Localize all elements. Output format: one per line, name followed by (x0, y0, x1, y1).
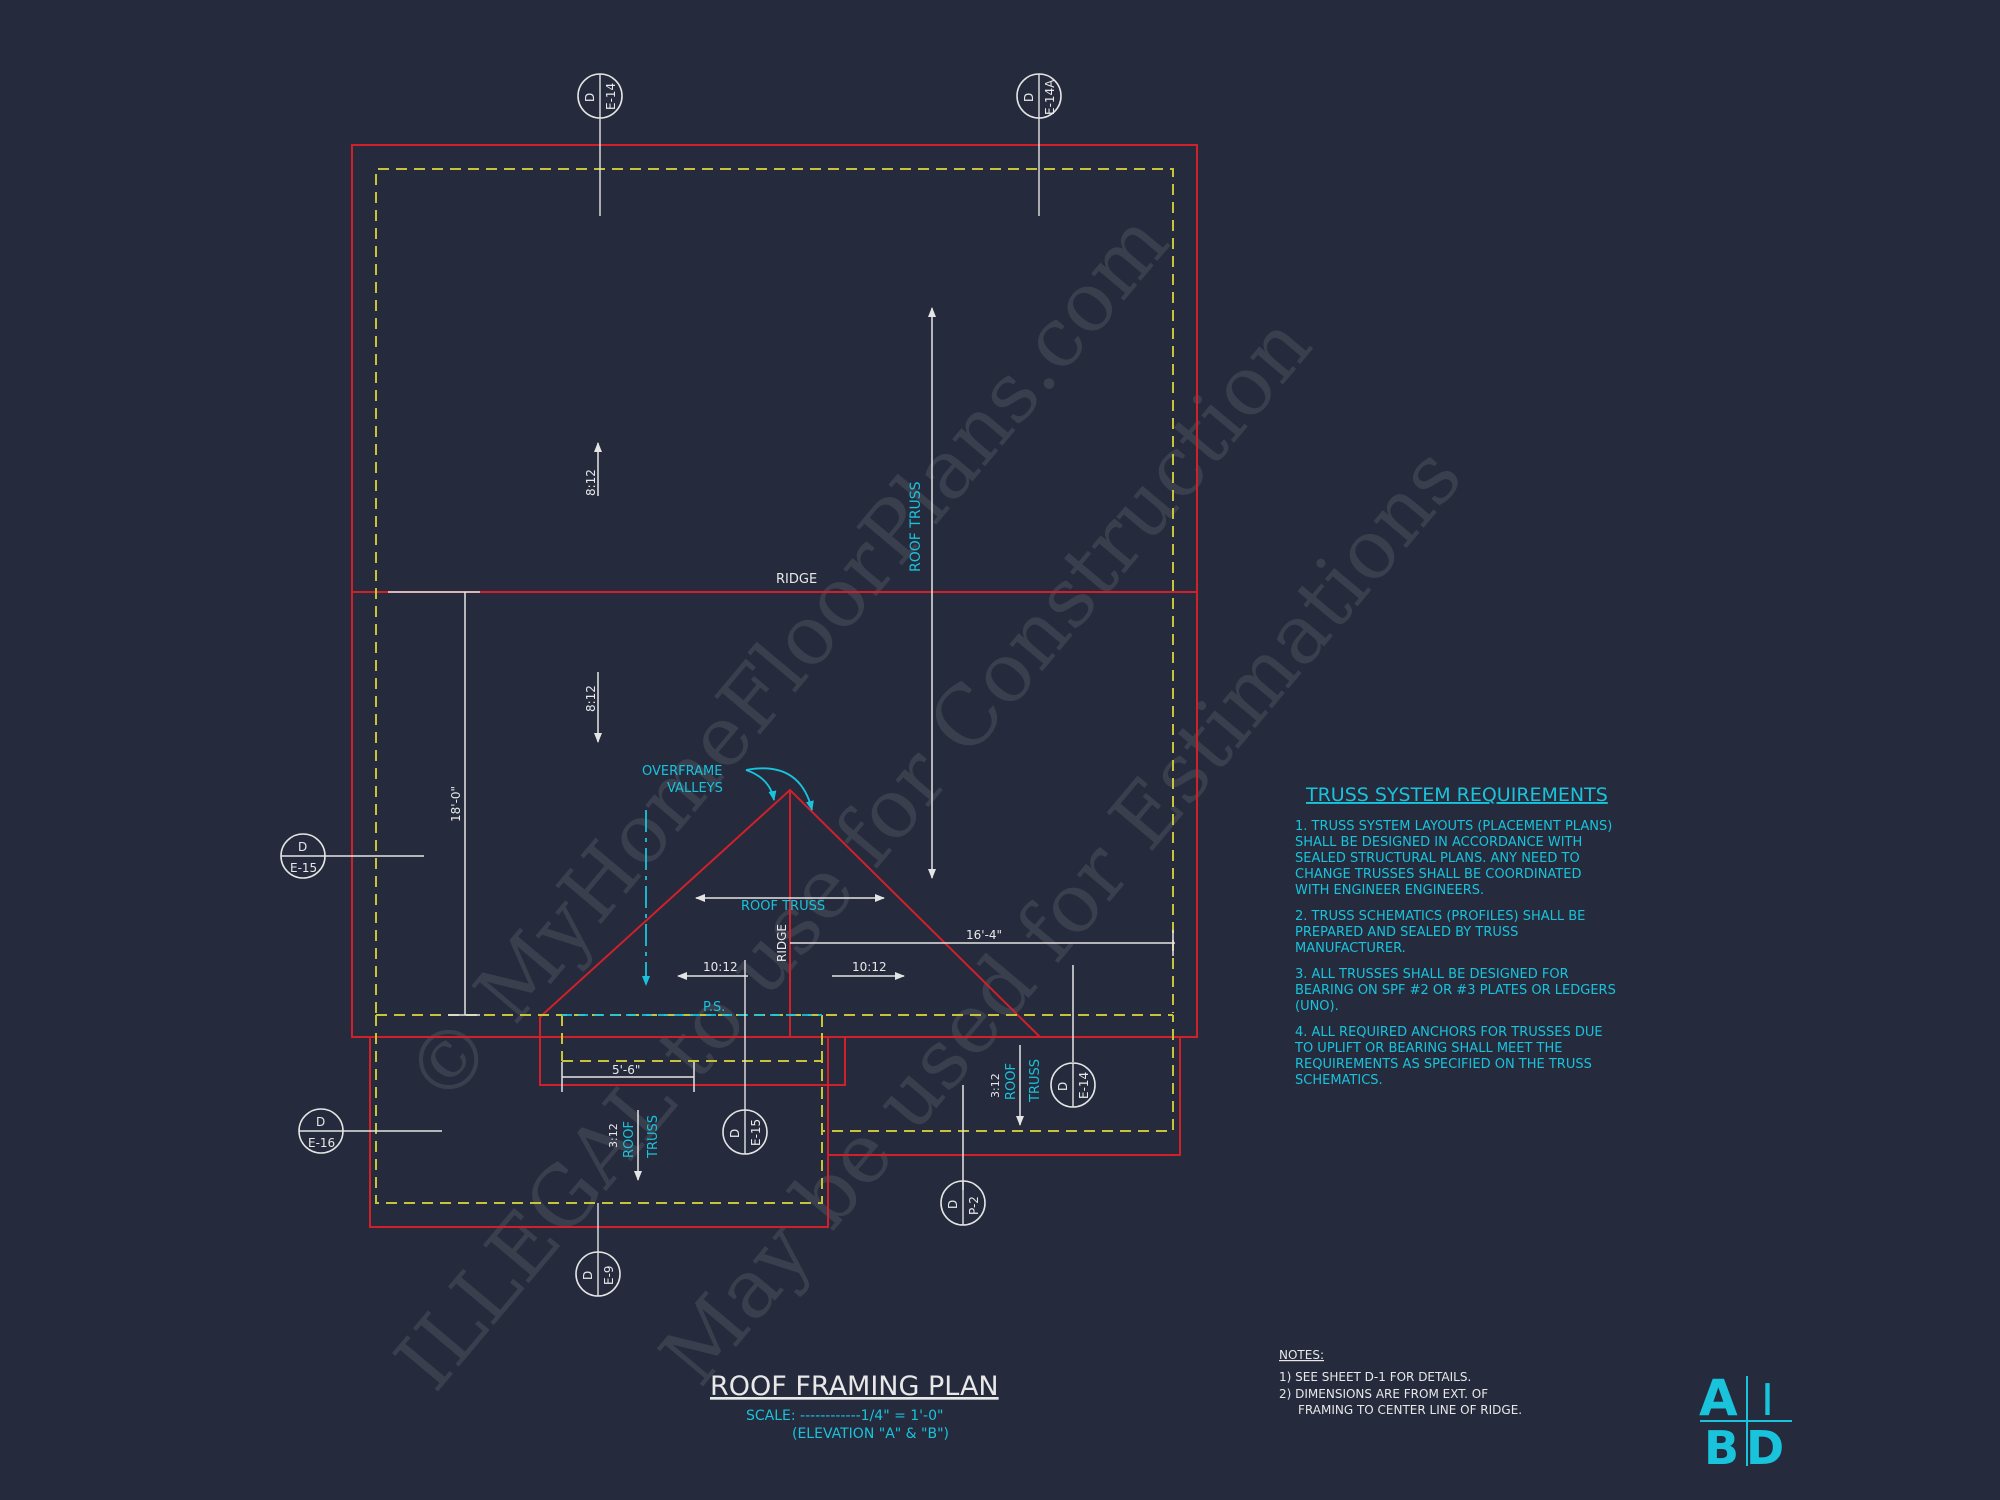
notes-heading: NOTES: (1279, 1348, 1324, 1362)
requirement-3-line-2: BEARING ON SPF #2 OR #3 PLATES OR LEDGER… (1295, 983, 1616, 998)
requirement-3-line-1: 3. ALL TRUSSES SHALL BE DESIGNED FOR (1295, 967, 1569, 982)
dimension-lines (388, 307, 1175, 1190)
logo-letter-a: A (1699, 1369, 1738, 1427)
pitch-3-12-left-label: 3:12 (607, 1123, 620, 1148)
drawing-scale: SCALE: ------------1/4" = 1'-0" (746, 1408, 943, 1424)
section-marker-3[interactable]: D E-15 (280, 833, 424, 879)
overframe-leader-right (745, 767, 814, 811)
requirements-title: TRUSS SYSTEM REQUIREMENTS (1305, 784, 1608, 806)
marker-4-bottom: E-16 (308, 1136, 335, 1150)
note-2: 2) DIMENSIONS ARE FROM EXT. OF (1279, 1387, 1488, 1401)
roof-truss-horizontal-label: ROOF TRUSS (741, 899, 825, 914)
wall-outline (351, 144, 1198, 1228)
dim-5-6-label: 5'-6" (612, 1063, 640, 1077)
plan-labels: RIDGE 8:12 8:12 ROOF TRUSS OVERFRAME VAL… (449, 469, 1043, 1159)
drawing-elevation: (ELEVATION "A" & "B") (792, 1426, 949, 1442)
dim-16-4-label: 16'-4" (966, 928, 1002, 942)
marker-4-top: D (316, 1115, 325, 1129)
overframe-label-1: OVERFRAME (642, 764, 722, 779)
marker-1-top: D (583, 93, 597, 102)
section-marker-5[interactable]: D E-15 (722, 960, 768, 1155)
ridge-label-top: RIDGE (776, 572, 817, 587)
main-overhang (375, 168, 1174, 1013)
marker-8-top: D (581, 1271, 595, 1280)
requirement-1-line-4: CHANGE TRUSSES SHALL BE COORDINATED (1295, 867, 1581, 882)
pitch-label-up: 8:12 (584, 469, 598, 496)
requirement-2-line-1: 2. TRUSS SCHEMATICS (PROFILES) SHALL BE (1295, 909, 1585, 924)
requirement-1-line-2: SHALL BE DESIGNED IN ACCORDANCE WITH (1295, 835, 1582, 850)
note-1: 1) SEE SHEET D-1 FOR DETAILS. (1279, 1370, 1471, 1384)
pitch-10-12-right-label: 10:12 (852, 960, 887, 974)
pitch-3-12-right-label: 3:12 (989, 1073, 1002, 1098)
drawing-title: ROOF FRAMING PLAN (710, 1371, 999, 1402)
title-block: ROOF FRAMING PLAN SCALE: ------------1/4… (710, 1371, 999, 1442)
ps-label: P.S. (703, 1000, 725, 1015)
marker-1-bottom: E-14 (604, 83, 618, 110)
dim-18-0-label: 18'-0" (449, 786, 463, 822)
abd-logo: A I B D (1699, 1369, 1792, 1475)
notes: NOTES: 1) SEE SHEET D-1 FOR DETAILS. 2) … (1279, 1348, 1522, 1417)
porch-outline (539, 1017, 846, 1086)
pitch-10-12-left-label: 10:12 (703, 960, 738, 974)
requirement-1-line-3: SEALED STRUCTURAL PLANS. ANY NEED TO (1295, 851, 1580, 866)
requirement-4-line-2: TO UPLIFT OR BEARING SHALL MEET THE (1294, 1041, 1562, 1056)
overframe-label-2: VALLEYS (667, 781, 723, 796)
cyan-annotations (562, 767, 822, 1016)
requirement-1-line-5: WITH ENGINEER ENGINEERS. (1295, 883, 1484, 898)
requirement-2-line-2: PREPARED AND SEALED BY TRUSS (1295, 925, 1518, 940)
marker-2-top: D (1022, 93, 1036, 102)
marker-8-bottom: E-9 (602, 1265, 616, 1285)
requirement-3-line-3: (UNO). (1295, 999, 1339, 1014)
note-2-continued: FRAMING TO CENTER LINE OF RIDGE. (1298, 1403, 1522, 1417)
requirement-4-line-1: 4. ALL REQUIRED ANCHORS FOR TRUSSES DUE (1295, 1025, 1603, 1040)
section-marker-2[interactable]: D E-14A (1016, 73, 1062, 216)
roof-truss-right-label-2: TRUSS (1028, 1059, 1043, 1103)
marker-3-top: D (298, 840, 307, 854)
marker-7-top: D (946, 1200, 960, 1209)
logo-letter-i: I (1761, 1375, 1774, 1426)
marker-2-bottom: E-14A (1043, 79, 1057, 115)
section-marker-7[interactable]: D P-2 (940, 1180, 986, 1226)
section-marker-8[interactable]: D E-9 (575, 1203, 621, 1297)
overframe-leader-left (745, 769, 777, 801)
section-marker-6[interactable]: D E-14 (1050, 1062, 1096, 1108)
requirement-4-line-3: REQUIREMENTS AS SPECIFIED ON THE TRUSS (1295, 1057, 1592, 1072)
marker-5-bottom: E-15 (749, 1119, 763, 1146)
logo-letter-d: D (1746, 1421, 1784, 1475)
roof-truss-left-label-1: ROOF (622, 1121, 637, 1158)
roof-truss-vertical-label: ROOF TRUSS (908, 481, 924, 572)
marker-6-top: D (1056, 1082, 1070, 1091)
roof-truss-right-label-1: ROOF (1004, 1063, 1019, 1100)
requirement-2-line-3: MANUFACTURER. (1295, 941, 1406, 956)
section-marker-1[interactable]: D E-14 (577, 73, 623, 216)
section-marker-4[interactable]: D E-16 (298, 1108, 442, 1154)
roof-truss-left-label-2: TRUSS (646, 1115, 661, 1159)
marker-6-bottom: E-14 (1077, 1072, 1091, 1099)
pitch-label-down: 8:12 (584, 685, 598, 712)
right-wing-overhang (821, 1015, 1174, 1132)
marker-5-top: D (728, 1129, 742, 1138)
marker-3-bottom: E-15 (290, 861, 317, 875)
right-wing-outline (827, 1037, 1181, 1156)
ridge-label-center: RIDGE (775, 924, 789, 962)
logo-letter-b: B (1704, 1421, 1739, 1475)
truss-requirements: TRUSS SYSTEM REQUIREMENTS 1. TRUSS SYSTE… (1294, 784, 1616, 1088)
marker-7-bottom: P-2 (967, 1196, 981, 1215)
requirement-1-line-1: 1. TRUSS SYSTEM LAYOUTS (PLACEMENT PLANS… (1295, 819, 1612, 834)
requirement-4-line-4: SCHEMATICS. (1295, 1073, 1383, 1088)
